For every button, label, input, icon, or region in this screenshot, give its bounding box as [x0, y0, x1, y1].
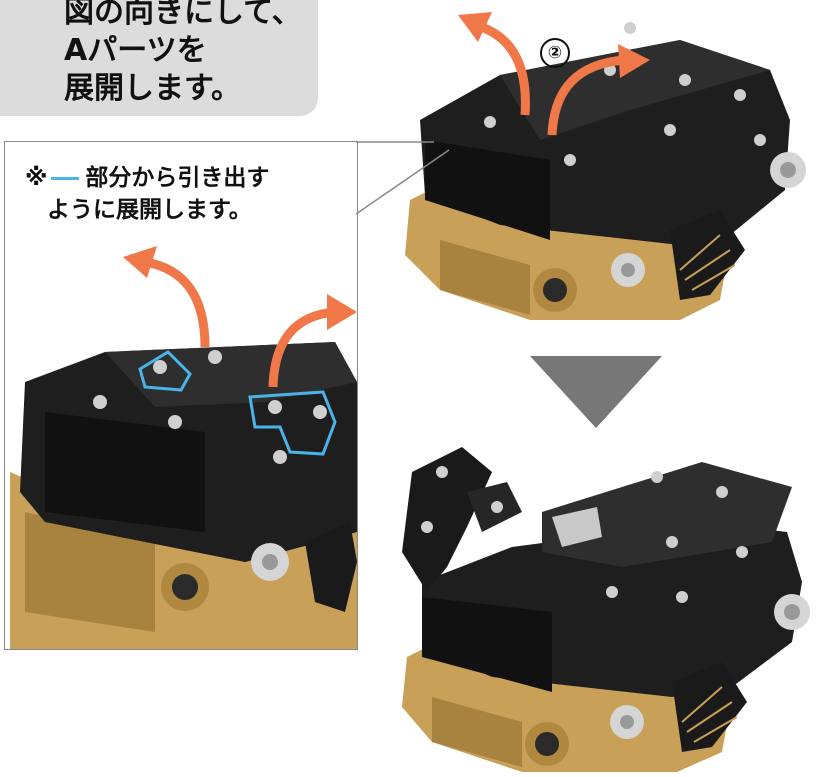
zoom-arrow-left [144, 257, 210, 348]
blue-highlight-legend-icon [51, 176, 80, 180]
figure-after-unfold [402, 447, 810, 772]
instruction-line-1: 図の向きにして、 [64, 0, 302, 30]
step-number-badge: ② [540, 38, 570, 68]
detail-panel: ※ 部分から引き出す ように展開します。 [4, 141, 358, 650]
note-mark: ※ [25, 165, 48, 191]
figure-before-unfold [405, 12, 806, 320]
callout-connector [355, 141, 450, 215]
instruction-line-3: 展開します。 [64, 71, 241, 106]
zoomed-detail-figure [10, 246, 357, 649]
unfold-arrow-left [473, 20, 530, 116]
note-text: ※ 部分から引き出す ように展開します。 [25, 162, 269, 226]
triangle-down-arrow-icon [530, 356, 662, 428]
note-line-1: 部分から引き出す [85, 165, 270, 191]
instruction-line-2: Aパーツを [64, 33, 207, 68]
zoom-arrow-right [268, 307, 336, 388]
grab-area-left [138, 350, 192, 392]
grab-area-right [248, 390, 337, 456]
note-line-2: ように展開します。 [47, 197, 252, 223]
unfold-arrow-right [547, 55, 626, 136]
instruction-text: 図の向きにして、 Aパーツを 展開します。 [64, 0, 302, 108]
instruction-panel: 図の向きにして、 Aパーツを 展開します。 [0, 0, 318, 116]
